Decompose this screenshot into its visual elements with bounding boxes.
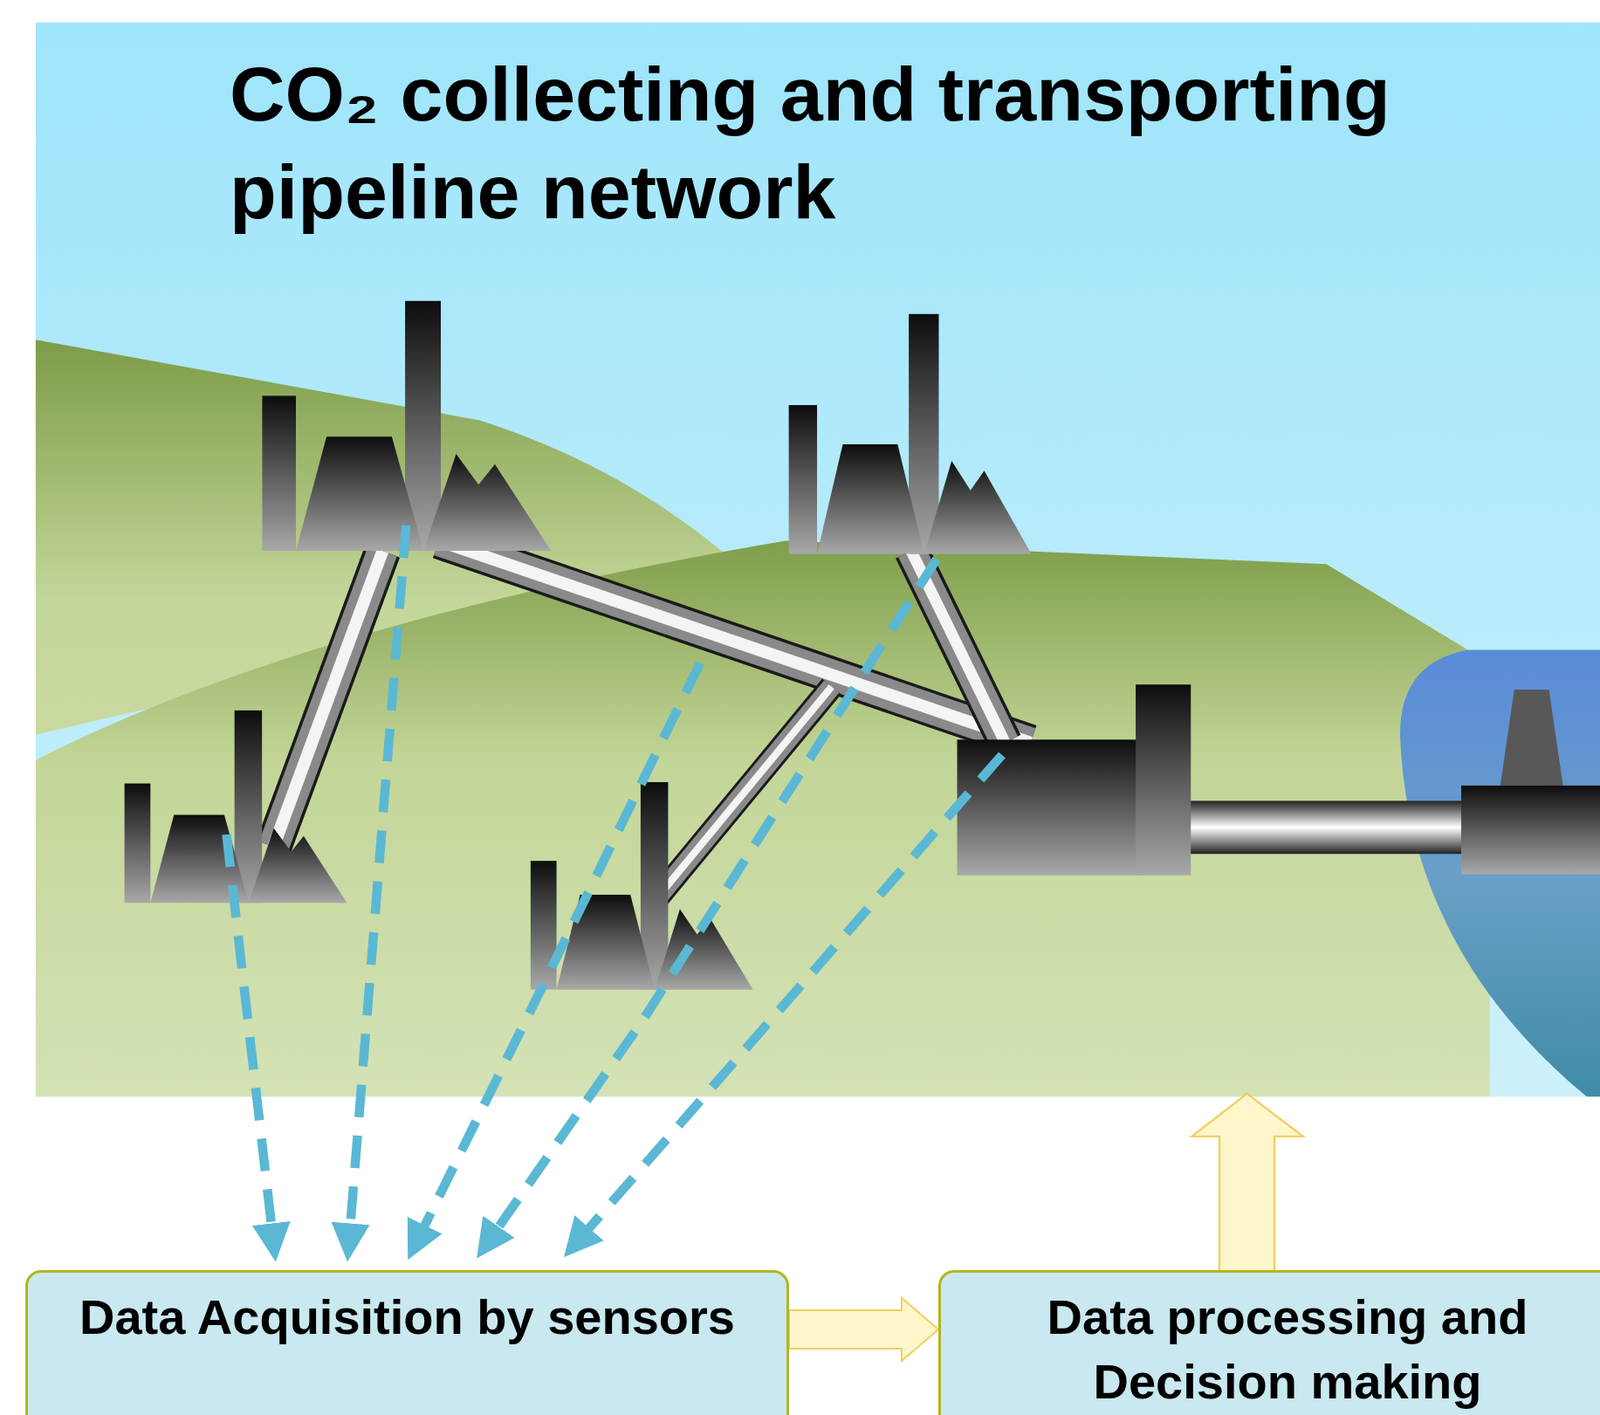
sensor-signal-arrows (226, 525, 1003, 1243)
process-box: Data processing and Decision making (938, 1270, 1600, 1415)
offshore-platform (1461, 689, 1600, 875)
front-hill (35, 540, 1491, 1097)
compressor-hub (957, 684, 1192, 876)
diagram-title: CO₂ collecting and transporting pipeline… (229, 45, 1452, 241)
box-label: Data processing and Decision making (958, 1284, 1600, 1415)
process-box: Data Acquisition by sensors (25, 1270, 790, 1415)
factories (124, 301, 1032, 990)
feedback-arrow (1191, 1093, 1303, 1271)
flow-arrow (789, 1297, 939, 1361)
sea (1400, 649, 1600, 1097)
sky (35, 22, 1600, 1098)
pipelines (273, 540, 1464, 903)
box-label: Data Acquisition by sensors (45, 1284, 770, 1350)
